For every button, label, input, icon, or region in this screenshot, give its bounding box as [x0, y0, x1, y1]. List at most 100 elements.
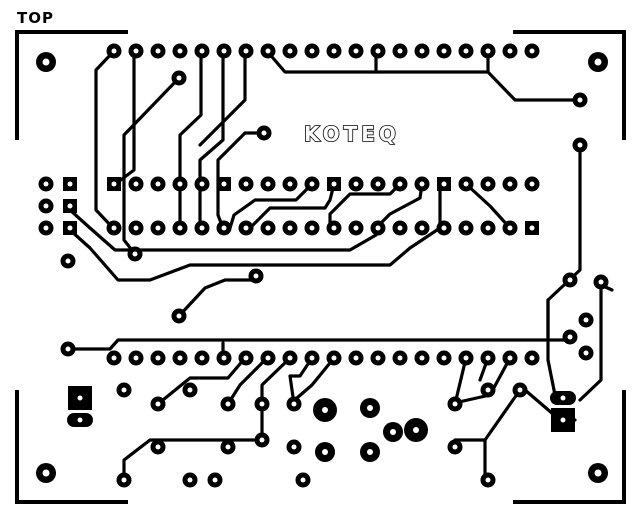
drill-hole — [309, 355, 315, 361]
drill-hole — [133, 355, 139, 361]
drill-hole — [243, 48, 249, 54]
drill-hole — [463, 225, 469, 231]
drill-hole — [309, 181, 315, 187]
drill-hole — [42, 469, 50, 477]
drill-hole — [441, 48, 447, 54]
drill-hole — [577, 142, 583, 148]
drill-hole — [594, 469, 602, 477]
copper-traces — [66, 49, 614, 482]
drill-hole — [287, 181, 293, 187]
drill-hole — [221, 48, 227, 54]
drill-hole — [577, 97, 583, 103]
drill-hole — [419, 48, 425, 54]
drill-hole — [265, 181, 271, 187]
corner-marks — [15, 30, 626, 504]
drill-hole — [111, 48, 117, 54]
drill-hole — [43, 203, 49, 209]
drill-hole — [485, 387, 491, 393]
drill-hole — [507, 181, 513, 187]
drill-hole — [253, 273, 259, 279]
corner-mark-top-left — [15, 30, 128, 140]
drill-hole — [375, 355, 381, 361]
drill-hole — [287, 48, 293, 54]
drill-hole — [225, 444, 231, 450]
drill-hole — [287, 225, 293, 231]
drill-hole — [529, 48, 535, 54]
drill-hole — [507, 355, 513, 361]
drill-hole — [259, 437, 265, 443]
drill-hole — [155, 444, 161, 450]
drill-hole — [243, 355, 249, 361]
drill-hole — [261, 130, 267, 136]
drill-hole — [375, 48, 381, 54]
drill-hole — [485, 48, 491, 54]
drill-hole — [187, 387, 193, 393]
drill-hole — [65, 258, 71, 264]
drill-hole — [77, 417, 83, 423]
drill-hole — [441, 181, 447, 187]
drill-hole — [177, 225, 183, 231]
drill-hole — [111, 355, 117, 361]
drill-hole — [155, 355, 161, 361]
drill-hole — [67, 225, 73, 231]
drill-hole — [485, 477, 491, 483]
drill-hole — [265, 225, 271, 231]
pads — [36, 43, 609, 488]
drill-hole — [367, 405, 373, 411]
drill-hole — [375, 181, 381, 187]
drill-hole — [265, 355, 271, 361]
drill-hole — [419, 355, 425, 361]
drill-hole — [111, 181, 117, 187]
drill-hole — [199, 181, 205, 187]
drill-hole — [77, 395, 83, 401]
drill-hole — [65, 346, 71, 352]
drill-hole — [322, 449, 328, 455]
drill-hole — [155, 181, 161, 187]
drill-hole — [507, 225, 513, 231]
drill-hole — [221, 225, 227, 231]
drill-hole — [419, 225, 425, 231]
drill-hole — [322, 407, 328, 413]
drill-hole — [212, 477, 218, 483]
drill-hole — [177, 48, 183, 54]
drill-hole — [567, 277, 573, 283]
drill-hole — [463, 181, 469, 187]
drill-hole — [353, 48, 359, 54]
drill-hole — [463, 48, 469, 54]
drill-hole — [583, 317, 589, 323]
drill-hole — [177, 181, 183, 187]
drill-hole — [594, 58, 602, 66]
drill-hole — [287, 355, 293, 361]
drill-hole — [375, 225, 381, 231]
drill-hole — [155, 48, 161, 54]
drill-hole — [367, 449, 373, 455]
drill-hole — [199, 225, 205, 231]
drill-hole — [291, 444, 297, 450]
drill-hole — [300, 477, 306, 483]
drill-hole — [132, 251, 138, 257]
drill-hole — [413, 427, 419, 433]
drill-hole — [67, 181, 73, 187]
drill-hole — [265, 48, 271, 54]
corner-mark-top-right — [513, 30, 626, 140]
drill-hole — [331, 48, 337, 54]
drill-hole — [517, 387, 523, 393]
drill-hole — [390, 429, 396, 435]
drill-hole — [133, 225, 139, 231]
drill-hole — [529, 355, 535, 361]
drill-hole — [176, 75, 182, 81]
drill-hole — [353, 225, 359, 231]
corner-mark-bottom-left — [15, 390, 128, 504]
drill-hole — [121, 477, 127, 483]
drill-hole — [560, 395, 566, 401]
drill-hole — [419, 181, 425, 187]
drill-hole — [331, 355, 337, 361]
drill-hole — [529, 225, 535, 231]
drill-hole — [353, 355, 359, 361]
drill-hole — [353, 181, 359, 187]
drill-hole — [199, 355, 205, 361]
logo-text: KOTEQ — [304, 122, 400, 146]
drill-hole — [243, 225, 249, 231]
drill-hole — [121, 387, 127, 393]
